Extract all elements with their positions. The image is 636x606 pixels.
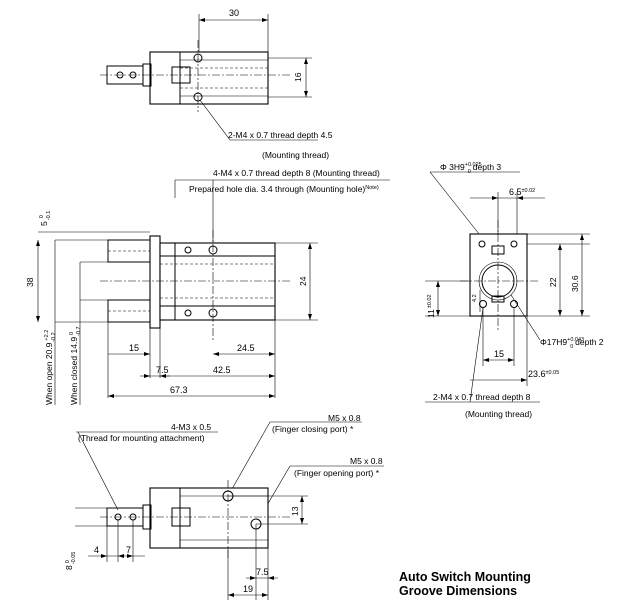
dim-top-width: 30 bbox=[229, 8, 239, 18]
section-title-line2: Groove Dimensions bbox=[399, 584, 517, 598]
main-thread-note: 4-M4 x 0.7 thread depth 8 (Mounting thre… bbox=[213, 168, 380, 178]
bottom-view: 4-M3 x 0.5 (Thread for mounting attachme… bbox=[64, 413, 384, 600]
dim-main-body-height: 24 bbox=[298, 276, 308, 286]
side-thread-note-sub: (Mounting thread) bbox=[465, 409, 532, 419]
section-title: Auto Switch Mounting Groove Dimensions bbox=[399, 570, 531, 598]
dim-side-23-6: 23.6±0.05 bbox=[528, 369, 559, 379]
bottom-close-note: M5 x 0.8 bbox=[328, 413, 361, 423]
dim-main-offset: 50-0.1 bbox=[39, 211, 52, 226]
bottom-open-note: M5 x 0.8 bbox=[350, 456, 383, 466]
dim-bottom-4: 4 bbox=[94, 545, 99, 555]
dim-main-15: 15 bbox=[129, 343, 139, 353]
bottom-close-note-sub: (Finger closing port) * bbox=[272, 424, 354, 434]
dim-main-42-5: 42.5 bbox=[213, 365, 231, 375]
dim-side-4-2: 4.2 bbox=[472, 294, 478, 302]
dim-bottom-7: 7 bbox=[126, 545, 131, 555]
dim-top-height: 16 bbox=[293, 72, 303, 82]
dim-bottom-13: 13 bbox=[290, 506, 300, 516]
dim-main-67-3: 67.3 bbox=[170, 385, 188, 395]
dim-bottom-8: 80-0.05 bbox=[64, 552, 77, 570]
dim-side-6-5: 6.5±0.02 bbox=[509, 187, 535, 197]
dim-main-24-5: 24.5 bbox=[237, 343, 255, 353]
side-thread-note: 2-M4 x 0.7 thread depth 8 bbox=[433, 392, 531, 402]
bottom-m3-note: 4-M3 x 0.5 bbox=[171, 422, 211, 432]
section-title-line1: Auto Switch Mounting bbox=[399, 570, 531, 584]
dim-side-22: 22 bbox=[548, 277, 558, 287]
dim-main-overall-height: 38 bbox=[25, 277, 35, 287]
dim-side-11: 11±0.02 bbox=[426, 294, 436, 318]
dim-main-open: When open 20.9+2.2-0.2 bbox=[44, 330, 57, 405]
top-view: 30 16 2-M4 x 0.7 thread depth 4.5 (Mount… bbox=[100, 8, 333, 160]
top-thread-note-sub: (Mounting thread) bbox=[262, 150, 329, 160]
dim-main-7-5: 7.5 bbox=[156, 365, 169, 375]
main-hole-note: Prepared hole dia. 3.4 through (Mounting… bbox=[189, 184, 379, 194]
main-view: 4-M4 x 0.7 thread depth 8 (Mounting thre… bbox=[25, 168, 390, 405]
dim-bottom-19: 19 bbox=[243, 584, 253, 594]
bottom-m3-note-sub: (Thread for mounting attachment) bbox=[78, 433, 205, 443]
dim-side-30-6: 30.6 bbox=[570, 275, 580, 292]
dim-main-closed: When closed 14.90-0.7 bbox=[69, 326, 82, 405]
dim-side-15: 15 bbox=[494, 349, 504, 359]
dim-bottom-7-5: 7.5 bbox=[256, 567, 269, 577]
bottom-open-note-sub: (Finger opening port) * bbox=[294, 468, 380, 478]
top-thread-note: 2-M4 x 0.7 thread depth 4.5 bbox=[228, 130, 333, 140]
